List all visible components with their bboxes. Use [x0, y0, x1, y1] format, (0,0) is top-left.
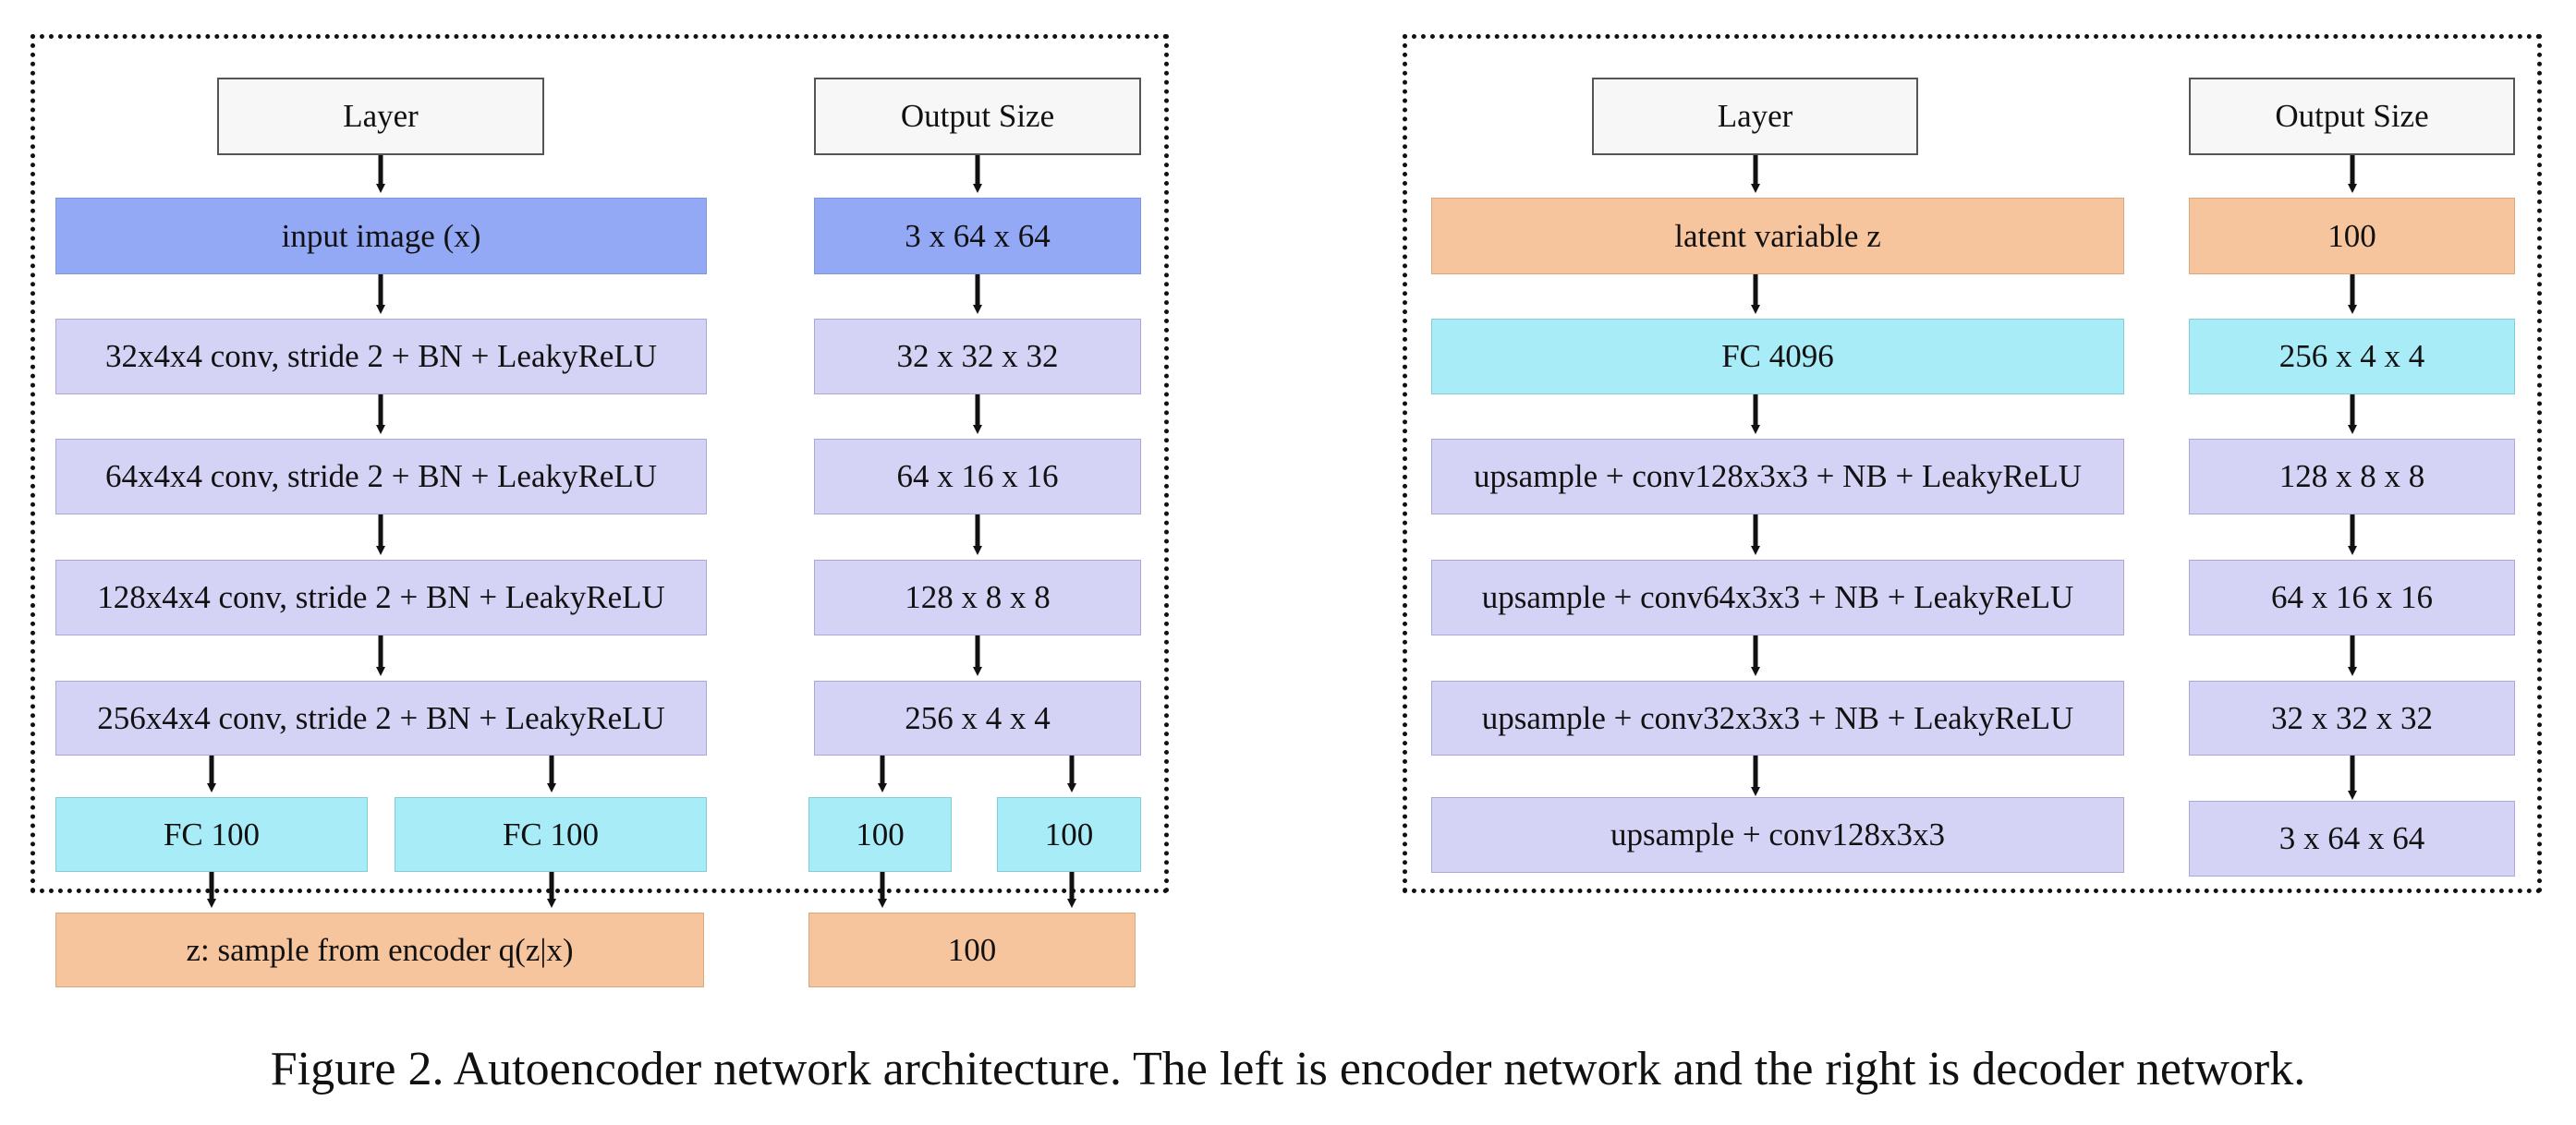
- decoder-output-fc4096: 256 x 4 x 4: [2189, 319, 2515, 394]
- encoder-layer-header: Layer: [217, 78, 544, 155]
- encoder-output-conv256: 256 x 4 x 4: [814, 681, 1141, 756]
- encoder-frame: [30, 34, 1169, 893]
- encoder-layer-conv64: 64x4x4 conv, stride 2 + BN + LeakyReLU: [55, 439, 707, 514]
- decoder-output-upconv32: 32 x 32 x 32: [2189, 681, 2515, 756]
- encoder-output-fc-variance: 100: [997, 797, 1141, 872]
- decoder-layer-fc4096: FC 4096: [1431, 319, 2124, 394]
- encoder-layer-conv128: 128x4x4 conv, stride 2 + BN + LeakyReLU: [55, 560, 707, 635]
- encoder-layer-conv32: 32x4x4 conv, stride 2 + BN + LeakyReLU: [55, 319, 707, 394]
- decoder-layer-latent: latent variable z: [1431, 198, 2124, 274]
- decoder-layer-header: Layer: [1592, 78, 1918, 155]
- encoder-layer-conv256: 256x4x4 conv, stride 2 + BN + LeakyReLU: [55, 681, 707, 756]
- decoder-frame: [1403, 34, 2542, 893]
- decoder-layer-upconv64: upsample + conv64x3x3 + NB + LeakyReLU: [1431, 560, 2124, 635]
- decoder-output-latent: 100: [2189, 198, 2515, 274]
- decoder-layer-upconv128: upsample + conv128x3x3 + NB + LeakyReLU: [1431, 439, 2124, 514]
- decoder-layer-upconv32: upsample + conv32x3x3 + NB + LeakyReLU: [1431, 681, 2124, 756]
- decoder-output-header: Output Size: [2189, 78, 2515, 155]
- encoder-output-conv64: 64 x 16 x 16: [814, 439, 1141, 514]
- decoder-output-upconv128: 128 x 8 x 8: [2189, 439, 2515, 514]
- encoder-output-sample: 100: [808, 913, 1136, 987]
- encoder-fc-variance: FC 100: [395, 797, 707, 872]
- encoder-output-conv128: 128 x 8 x 8: [814, 560, 1141, 635]
- encoder-fc-mean: FC 100: [55, 797, 368, 872]
- encoder-output-header: Output Size: [814, 78, 1141, 155]
- decoder-layer-upconv-final: upsample + conv128x3x3: [1431, 797, 2124, 873]
- encoder-layer-input: input image (x): [55, 198, 707, 274]
- encoder-output-fc-mean: 100: [808, 797, 952, 872]
- decoder-output-final: 3 x 64 x 64: [2189, 801, 2515, 877]
- figure-caption: Figure 2. Autoencoder network architectu…: [270, 1043, 2306, 1095]
- encoder-output-conv32: 32 x 32 x 32: [814, 319, 1141, 394]
- decoder-output-upconv64: 64 x 16 x 16: [2189, 560, 2515, 635]
- encoder-sample-z: z: sample from encoder q(z|x): [55, 913, 704, 987]
- encoder-output-input: 3 x 64 x 64: [814, 198, 1141, 274]
